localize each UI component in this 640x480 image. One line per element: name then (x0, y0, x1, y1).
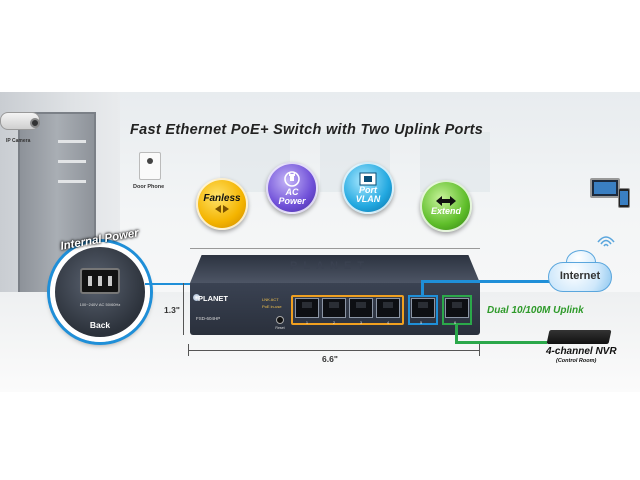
poe-port-1 (295, 298, 319, 318)
port-number: 1 (305, 320, 309, 325)
camera-lens-icon (30, 118, 40, 128)
uplink-frame-nvr (442, 295, 472, 325)
power-spec: 100~240V AC 50/60Hz (79, 302, 121, 307)
internet-label: Internet (559, 270, 601, 282)
switch-model: FSD-604HP (196, 316, 221, 321)
height-dimension-line (183, 283, 184, 335)
poe-port-3 (349, 298, 373, 318)
width-dimension: 6.6" (322, 354, 338, 364)
door-handle (58, 140, 86, 143)
door-handle (58, 180, 86, 183)
door-phone-lens (147, 158, 153, 164)
ethernet-port-icon (359, 172, 377, 186)
width-dimension-line (188, 350, 480, 351)
feature-port-vlan: Port VLAN (342, 162, 394, 214)
headline: Fast Ethernet PoE+ Switch with Two Uplin… (130, 122, 484, 138)
door-phone-icon (139, 152, 161, 180)
double-arrow-icon (436, 196, 456, 207)
led-link-label: LNK ACT (262, 297, 279, 302)
feature-fanless-label: Fanless (203, 192, 241, 204)
dimension-guide-top (190, 248, 480, 249)
fan-icon (215, 205, 229, 214)
nvr-link-line (455, 325, 458, 343)
door-phone-label: Door Phone (133, 184, 165, 190)
poe-port-2 (322, 298, 346, 318)
feature-extend: Extend (420, 180, 472, 232)
uplink-port-6 (445, 298, 469, 318)
socket-pin (98, 276, 102, 286)
internet-link-line (421, 280, 551, 283)
nvr-sublabel: (Control Room) (556, 358, 597, 364)
dimension-tick (479, 344, 480, 356)
poe-ports-frame (291, 295, 404, 325)
nvr-device-icon (546, 330, 612, 344)
socket-pin (88, 276, 92, 286)
port-number: 4 (386, 320, 390, 325)
power-pointer-line (145, 283, 190, 285)
uplink-port-label: 5 (420, 320, 423, 325)
planet-logo-icon (193, 294, 200, 301)
feature-ac-label-1: AC (285, 186, 299, 197)
port-number: 2 (332, 320, 336, 325)
feature-port-label-1: Port (359, 184, 377, 195)
uplink-title: Dual 10/100M Uplink (487, 305, 584, 316)
feature-fanless: Fanless (196, 178, 248, 230)
reset-button (276, 316, 284, 324)
uplink-port-label: 6 (454, 320, 457, 325)
switch-top-panel (190, 255, 480, 283)
poe-port-4 (376, 298, 400, 318)
door-handle (58, 160, 86, 163)
height-dimension: 1.3" (164, 305, 180, 315)
socket-pin (108, 276, 112, 286)
nvr-link-line (455, 341, 547, 344)
feature-port-label-2: VLAN (355, 194, 381, 204)
port-number: 3 (359, 320, 363, 325)
switch-top-brand: PLANET (290, 260, 370, 272)
cloud-icon (548, 262, 612, 292)
feature-ac-label-2: Power (278, 196, 306, 206)
dimension-tick (188, 344, 189, 356)
back-label: Back (89, 320, 111, 330)
tablet-screen (594, 182, 616, 194)
feature-ac-power: AC Power (266, 162, 318, 214)
camera-label: IP Camera (6, 138, 31, 144)
led-poe-label: PoE in-use (262, 304, 282, 309)
internet-link-line (421, 282, 424, 297)
feature-extend-label: Extend (430, 206, 461, 217)
wifi-icon (597, 236, 615, 247)
power-plug-icon (284, 170, 300, 187)
reset-label: Reset (275, 326, 285, 330)
switch-brand: PLANET (198, 294, 228, 303)
nvr-label: 4-channel NVR (546, 346, 617, 357)
smartphone-screen (620, 191, 628, 205)
uplink-port-5 (411, 298, 435, 318)
